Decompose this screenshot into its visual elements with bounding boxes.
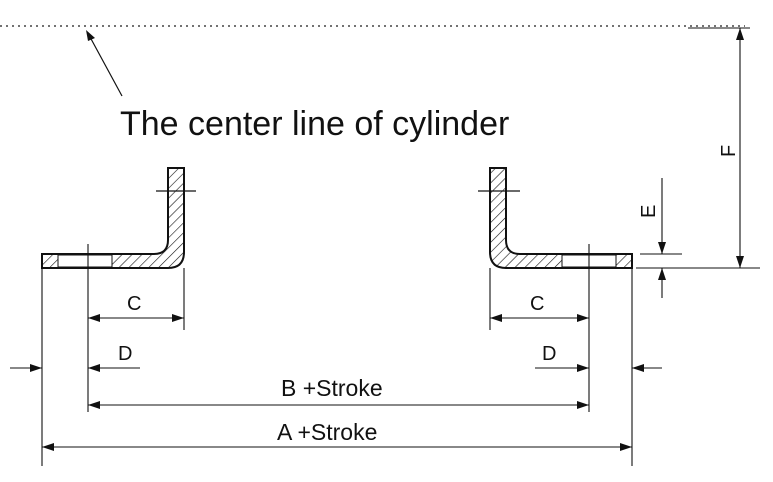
label-d-right: D: [542, 343, 556, 365]
label-b-stroke: B +Stroke: [281, 375, 383, 401]
label-a-stroke: A +Stroke: [277, 419, 377, 445]
center-line-leader: [86, 30, 123, 97]
dimension-d-left: [10, 364, 140, 372]
label-c-right: C: [530, 293, 544, 315]
dimension-a: [42, 443, 632, 451]
label-c-left: C: [127, 293, 141, 315]
center-line-caption: The center line of cylinder: [120, 105, 509, 143]
label-f: F: [718, 145, 740, 157]
label-d-left: D: [118, 343, 132, 365]
label-e: E: [638, 205, 660, 218]
dimension-c-left: [88, 314, 184, 322]
right-foot-bracket: [478, 167, 633, 269]
left-foot-hole: [57, 254, 113, 268]
dimension-c-right: [490, 314, 589, 322]
dimension-b: [88, 401, 589, 409]
dimension-e: [658, 178, 666, 298]
left-foot-bracket: [41, 167, 196, 269]
dimension-f: [736, 28, 744, 268]
extension-lines: [41, 27, 760, 466]
dimension-d-right: [535, 364, 662, 372]
